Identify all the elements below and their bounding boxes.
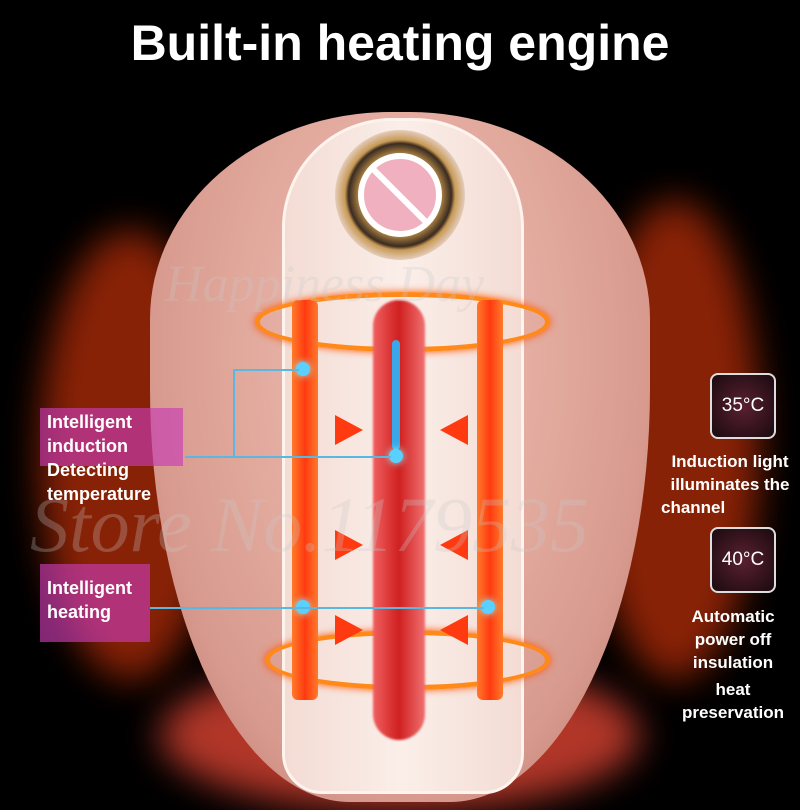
- sensor-dot: [481, 600, 495, 614]
- censor-icon: [358, 153, 442, 237]
- callout-line: [233, 369, 299, 371]
- callout-line: [150, 607, 484, 609]
- label-line: heating: [47, 602, 112, 622]
- watermark-store-number: Store No.1179535: [30, 481, 589, 568]
- heat-arrow-icon: [335, 530, 363, 560]
- caption-line: insulation: [692, 653, 774, 672]
- caption-line: power off: [694, 630, 772, 649]
- caption-line: Automatic: [691, 607, 775, 626]
- heating-element-right: [477, 300, 503, 700]
- callout-line: [233, 369, 235, 457]
- temperature-probe: [392, 340, 400, 450]
- heat-arrow-icon: [440, 415, 468, 445]
- heat-arrow-icon: [440, 530, 468, 560]
- label-bg-heating: [40, 564, 150, 642]
- temp-badge-40: 40°C: [710, 527, 776, 593]
- label-induction: Intelligent induction Detecting temperat…: [47, 410, 151, 506]
- heat-arrow-icon: [335, 615, 363, 645]
- label-line: induction: [47, 436, 128, 456]
- label-line: temperature: [47, 484, 152, 504]
- sensor-dot: [389, 449, 403, 463]
- watermark-happiness-day: Happiness Day: [165, 256, 485, 313]
- heat-arrow-icon: [440, 615, 468, 645]
- caption-line: Induction light: [671, 452, 789, 471]
- caption-line: preservation: [681, 703, 785, 722]
- caption-line: heat: [715, 680, 751, 699]
- page-title: Built-in heating engine: [130, 15, 670, 71]
- sensor-dot: [296, 362, 310, 376]
- temp-badge-35: 35°C: [710, 373, 776, 439]
- caption-line: illuminates the: [670, 475, 790, 494]
- label-bg-induction: [40, 408, 183, 466]
- temp1-caption: Induction light illuminates the channel: [655, 450, 800, 519]
- label-line: Intelligent: [47, 578, 132, 598]
- label-line: Detecting: [47, 460, 130, 480]
- heat-arrow-icon: [335, 415, 363, 445]
- label-heating: Intelligent heating: [47, 576, 132, 624]
- label-line: Intelligent: [47, 412, 132, 432]
- caption-line: channel: [661, 498, 726, 517]
- callout-line: [185, 456, 391, 458]
- temp2-caption: Automatic power off insulation heat pres…: [668, 605, 798, 724]
